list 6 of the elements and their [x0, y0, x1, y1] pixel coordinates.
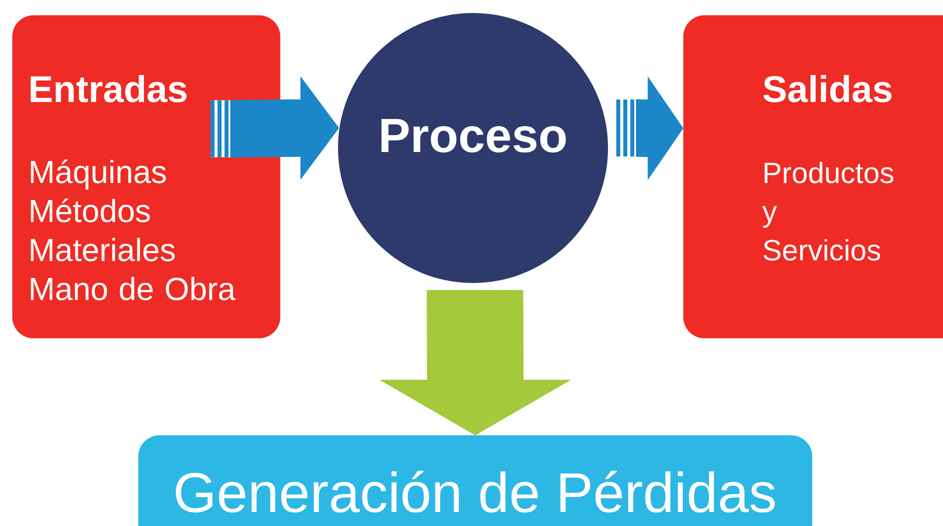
process-box: Entradas Máquinas Métodos Materiales Mano de Obra: [12, 15, 280, 338]
block-arrow: [210, 76, 340, 180]
block-arrow: [616, 76, 684, 180]
process-box: Salidas Productos y Servicios: [683, 15, 943, 338]
block-arrow: [379, 290, 572, 436]
process-box: Generación de Pérdidas: [138, 435, 812, 526]
